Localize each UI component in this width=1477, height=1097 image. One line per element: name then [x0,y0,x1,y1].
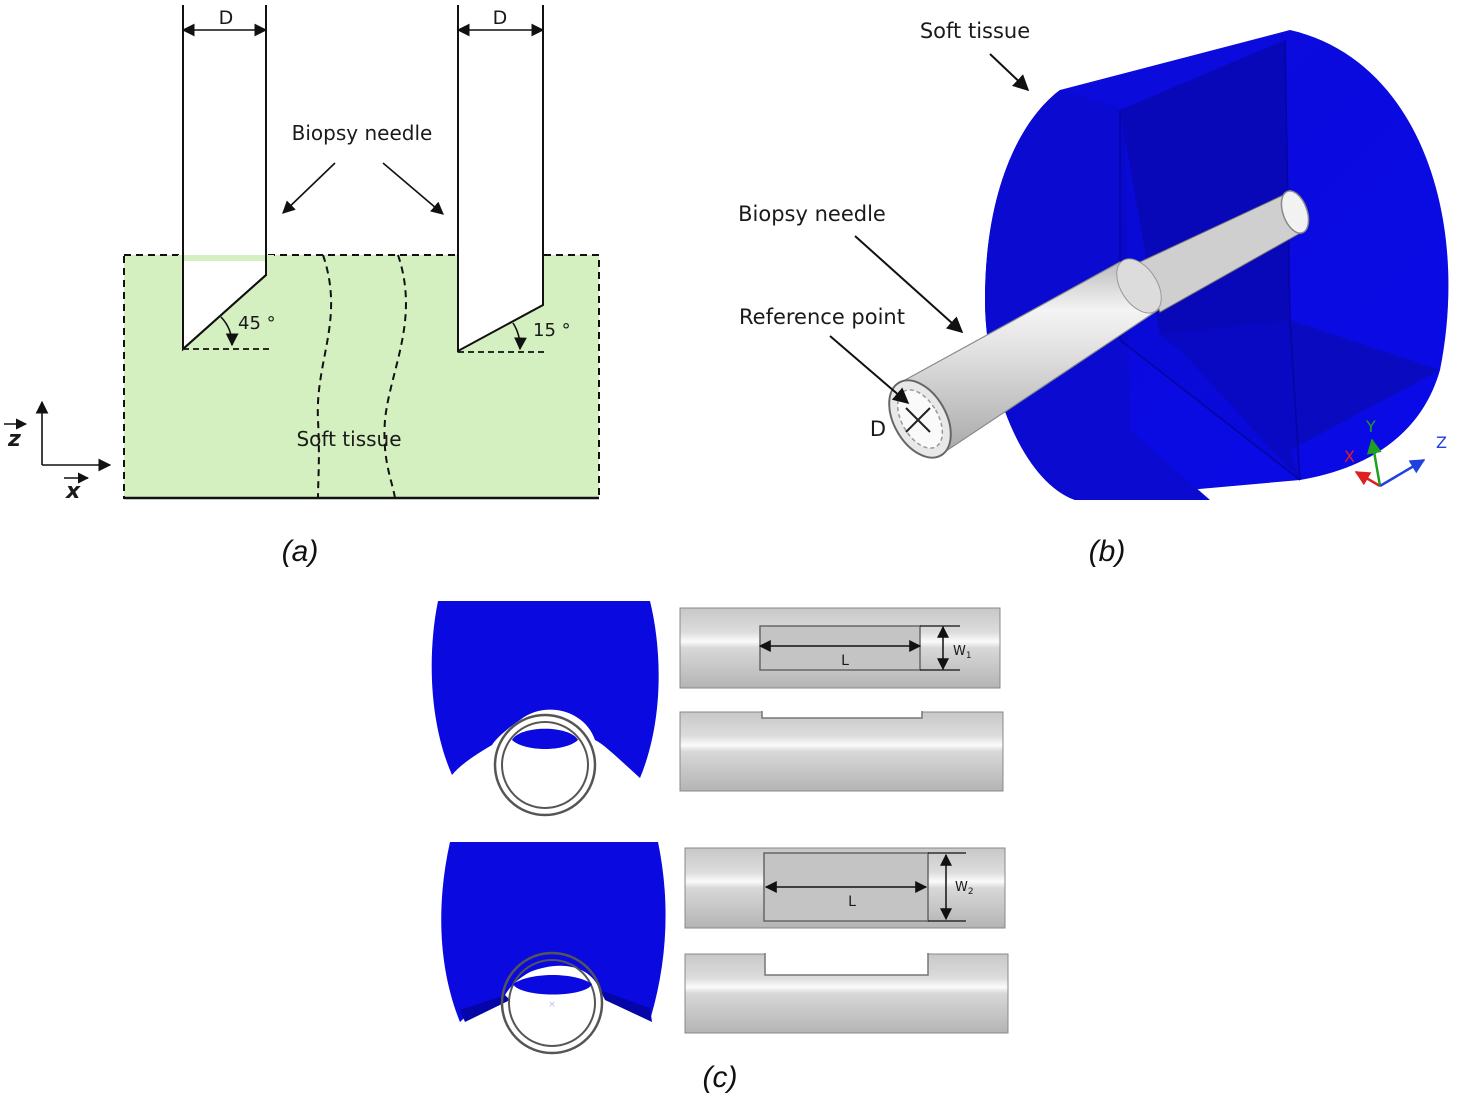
slot-width-label-2: W2 [955,880,974,897]
triad-label-x: X [1344,447,1355,466]
dimension-label-d: D [219,7,234,29]
caption-a: (a) [282,535,319,568]
needle-ring-bottom [500,951,604,1055]
coordinate-triad: X Y Z [1344,417,1447,488]
needle-15-degree [457,5,544,353]
svg-text:×: × [548,1000,556,1010]
diameter-label-3d: D [870,417,886,441]
biopsy-needle-label: Biopsy needle [292,121,433,145]
angle-label-15: 15 ° [533,320,571,341]
biopsy-needle-label-3d: Biopsy needle [738,202,886,226]
reference-point-label: Reference point [739,305,905,329]
axis-label-z: z [7,427,21,452]
angle-label-45: 45 ° [238,313,276,334]
tissue-fiber-curve [316,254,333,499]
needle-slot-side-view-1 [679,711,1004,792]
panel-b: Soft tissue Biopsy needle Reference poin… [738,19,1449,568]
triad-label-z: Z [1436,433,1447,452]
tissue-cross-section-bottom [441,842,666,1022]
soft-tissue-label-3d: Soft tissue [920,19,1030,43]
panel-c: L W1 × L W2 (c) [431,601,1009,1094]
caption-b: (b) [1089,535,1126,568]
slot-width-label-1: W1 [953,644,972,661]
caption-c: (c) [703,1061,738,1094]
triad-label-y: Y [1365,417,1376,436]
dimension-label-d: D [493,7,508,29]
slot-length-label-2: L [848,894,856,910]
needle-ring-top [493,713,597,817]
soft-tissue-label: Soft tissue [296,427,401,451]
tissue-cross-section-top [431,601,659,778]
axis-indicator: z x [4,400,112,504]
slot-length-label-1: L [841,653,849,669]
panel-a: D D Biopsy needle 45 ° 15 ° Soft tissue … [4,5,600,568]
axis-label-x: x [65,479,81,504]
